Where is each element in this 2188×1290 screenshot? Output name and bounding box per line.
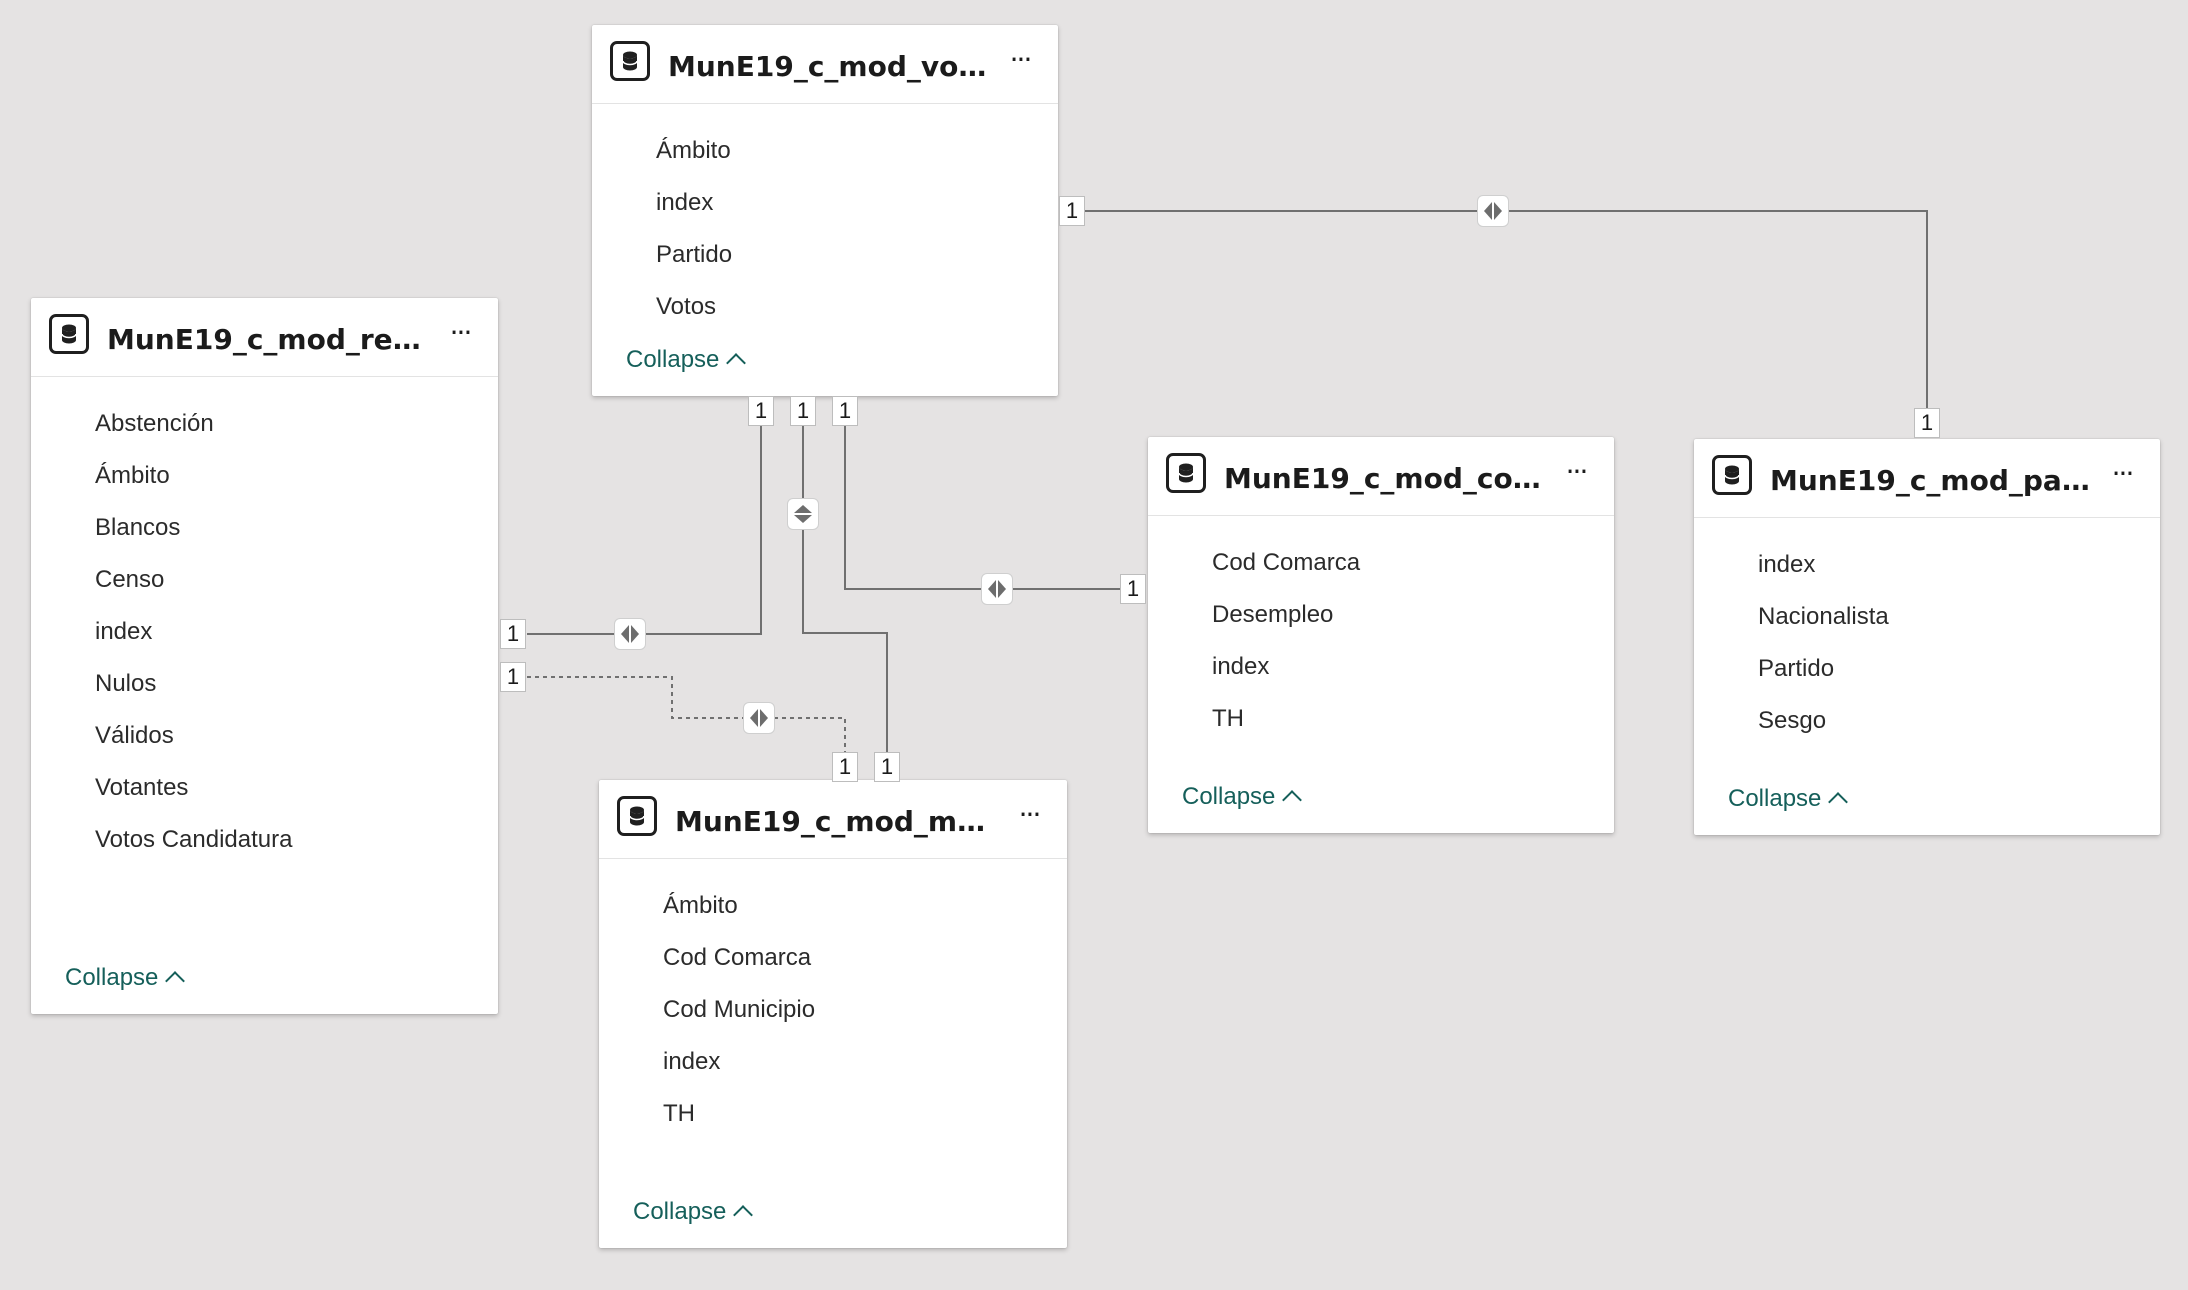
bidirectional-filter-icon[interactable] [981, 573, 1013, 605]
field-item[interactable]: index [1212, 653, 1270, 680]
field-item[interactable]: Ámbito [656, 137, 731, 164]
field-item[interactable]: index [1758, 551, 1816, 578]
table-header: MunE19_c_mod_munici... ··· [599, 780, 1067, 859]
collapse-button[interactable]: Collapse [633, 1192, 754, 1232]
field-item[interactable]: Blancos [95, 514, 181, 541]
field-item[interactable]: index [663, 1048, 721, 1075]
more-options-button[interactable]: ··· [1009, 43, 1033, 76]
table-header: MunE19_c_mod_resulta... ··· [31, 298, 498, 377]
cardinality-label: 1 [500, 662, 526, 692]
table-header: MunE19_c_mod_comarcas ··· [1148, 437, 1614, 516]
collapse-label: Collapse [65, 964, 159, 991]
database-icon [1166, 453, 1206, 493]
database-icon [49, 314, 89, 354]
table-title[interactable]: MunE19_c_mod_comarcas [1224, 462, 1544, 495]
table-header: MunE19_c_mod_partido... ··· [1694, 439, 2160, 518]
table-card-municipios[interactable]: MunE19_c_mod_munici... ··· Ámbito Cod Co… [599, 780, 1067, 1248]
table-card-votos[interactable]: MunE19_c_mod_votos_p... ··· Ámbito index… [592, 25, 1058, 396]
chevron-up-icon [1828, 792, 1849, 812]
field-item[interactable]: index [656, 189, 714, 216]
field-item[interactable]: Censo [95, 566, 165, 593]
vertical-filter-icon[interactable] [787, 498, 819, 530]
relationship-line-resultados-municipios [527, 676, 846, 753]
field-item[interactable]: Ámbito [95, 462, 170, 489]
field-item[interactable]: Cod Comarca [1212, 549, 1361, 576]
field-item[interactable]: index [95, 618, 153, 645]
collapse-label: Collapse [633, 1198, 727, 1225]
field-item[interactable]: Cod Comarca [663, 944, 812, 971]
cardinality-label: 1 [832, 396, 858, 426]
more-options-button[interactable]: ··· [1018, 798, 1042, 831]
database-icon [1712, 455, 1752, 495]
table-title[interactable]: MunE19_c_mod_resulta... [107, 323, 428, 356]
collapse-button[interactable]: Collapse [626, 340, 747, 380]
field-item[interactable]: Válidos [95, 722, 174, 749]
database-icon [617, 796, 657, 836]
field-item[interactable]: Nulos [95, 670, 157, 697]
field-list: Ámbito index Partido Votos [592, 125, 1058, 333]
field-list: Ámbito Cod Comarca Cod Municipio index T… [599, 880, 1067, 1140]
table-header: MunE19_c_mod_votos_p... ··· [592, 25, 1058, 104]
bidirectional-filter-icon[interactable] [743, 702, 775, 734]
field-list: Cod Comarca Desempleo index TH [1148, 537, 1614, 745]
chevron-up-icon [165, 971, 186, 991]
table-title[interactable]: MunE19_c_mod_munici... [675, 805, 997, 838]
cardinality-label: 1 [1120, 574, 1146, 604]
field-item[interactable]: TH [663, 1100, 695, 1127]
field-item[interactable]: Partido [656, 241, 733, 268]
field-list: index Nacionalista Partido Sesgo [1694, 539, 2160, 747]
chevron-up-icon [1282, 790, 1303, 810]
field-item[interactable]: Desempleo [1212, 601, 1334, 628]
bidirectional-filter-icon[interactable] [1477, 195, 1509, 227]
field-item[interactable]: Cod Municipio [663, 996, 816, 1023]
field-item[interactable]: Votos [656, 293, 717, 320]
field-item[interactable]: Votos Candidatura [95, 826, 293, 853]
cardinality-label: 1 [874, 752, 900, 782]
field-item[interactable]: TH [1212, 705, 1244, 732]
cardinality-label: 1 [1059, 196, 1085, 226]
cardinality-label: 1 [1914, 408, 1940, 438]
collapse-button[interactable]: Collapse [65, 958, 186, 998]
cardinality-label: 1 [790, 396, 816, 426]
table-title[interactable]: MunE19_c_mod_votos_p... [668, 50, 988, 83]
cardinality-label: 1 [500, 619, 526, 649]
more-options-button[interactable]: ··· [2111, 457, 2135, 490]
more-options-button[interactable]: ··· [449, 316, 473, 349]
cardinality-label: 1 [748, 396, 774, 426]
collapse-label: Collapse [1728, 785, 1822, 812]
field-item[interactable]: Sesgo [1758, 707, 1827, 734]
table-title[interactable]: MunE19_c_mod_partido... [1770, 464, 2090, 497]
relationship-line-votos-comarcas [844, 407, 1120, 590]
chevron-up-icon [726, 353, 747, 373]
table-card-comarcas[interactable]: MunE19_c_mod_comarcas ··· Cod Comarca De… [1148, 437, 1614, 833]
table-card-partidos[interactable]: MunE19_c_mod_partido... ··· index Nacion… [1694, 439, 2160, 835]
chevron-up-icon [733, 1205, 754, 1225]
collapse-button[interactable]: Collapse [1182, 777, 1303, 817]
more-options-button[interactable]: ··· [1565, 455, 1589, 488]
bidirectional-filter-icon[interactable] [614, 618, 646, 650]
field-item[interactable]: Partido [1758, 655, 1835, 682]
field-item[interactable]: Abstención [95, 410, 214, 437]
relationship-line-votos-partidos [1074, 210, 1928, 409]
collapse-button[interactable]: Collapse [1728, 779, 1849, 819]
field-list: Abstención Ámbito Blancos Censo index Nu… [31, 398, 498, 866]
database-icon [610, 41, 650, 81]
collapse-label: Collapse [1182, 783, 1276, 810]
collapse-label: Collapse [626, 346, 720, 373]
table-card-resultados[interactable]: MunE19_c_mod_resulta... ··· Abstención Á… [31, 298, 498, 1014]
field-item[interactable]: Ámbito [663, 892, 738, 919]
field-item[interactable]: Nacionalista [1758, 603, 1889, 630]
cardinality-label: 1 [832, 752, 858, 782]
field-item[interactable]: Votantes [95, 774, 189, 801]
relationship-line-votos-resultados [527, 407, 762, 635]
